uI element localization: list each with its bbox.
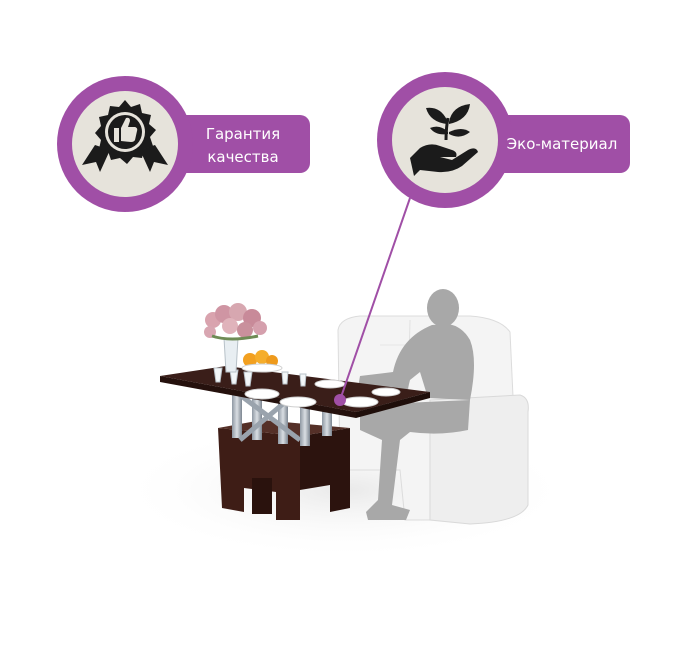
svg-text:Эко-материал: Эко-материал (507, 135, 618, 153)
quality-badge: Гарантия качества (57, 76, 310, 212)
eco-badge: Эко-материал (377, 72, 630, 208)
table-lift-mechanism (232, 390, 332, 446)
quality-badge-label-line1: Гарантия (206, 125, 280, 143)
person-silhouette (358, 289, 474, 520)
svg-text:Гарантия: Гарантия (206, 125, 280, 143)
hand-leaves-icon (410, 104, 478, 176)
eco-badge-label: Эко-материал (507, 135, 618, 153)
award-thumbs-up-icon (82, 100, 168, 172)
tableware (204, 303, 401, 408)
callout-dot (334, 394, 346, 406)
svg-text:качества: качества (207, 148, 278, 166)
flower-bouquet (204, 303, 267, 341)
table-base (218, 420, 350, 520)
callout-line (339, 197, 411, 401)
quality-badge-label-line2: качества (207, 148, 278, 166)
